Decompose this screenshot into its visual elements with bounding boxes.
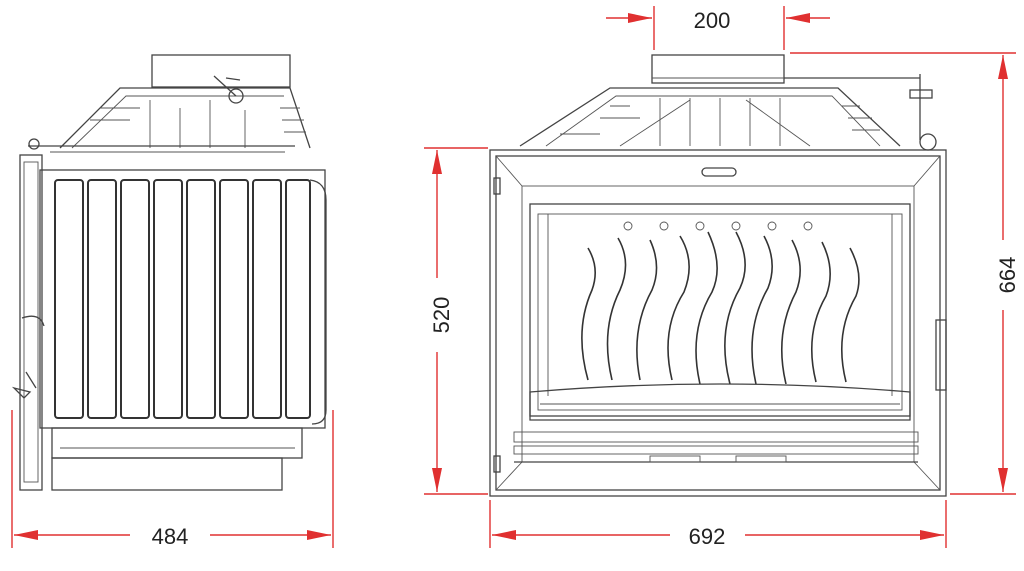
side-door-plate — [19, 154, 43, 491]
front-flue-collar — [651, 54, 785, 84]
dimension-front-width: 692 — [489, 500, 947, 549]
side-plinth — [51, 427, 303, 459]
front-view — [489, 54, 947, 497]
side-fins — [54, 179, 311, 419]
front-glass-window — [529, 203, 911, 417]
dimension-flue-diameter: 200 — [606, 6, 830, 50]
dimension-glass-height-label: 520 — [429, 297, 454, 334]
dimension-total-height-label: 664 — [995, 257, 1020, 294]
front-flames — [581, 231, 860, 385]
dimension-glass-height: 520 — [424, 147, 488, 495]
front-damper-knob — [919, 133, 937, 151]
front-latch — [935, 319, 947, 391]
dimension-side-depth-label: 484 — [152, 524, 189, 549]
front-grate — [529, 383, 911, 421]
side-view — [11, 54, 327, 491]
side-door-handle — [11, 315, 45, 399]
dimension-total-height: 664 — [790, 52, 1020, 495]
front-air-holes — [623, 221, 813, 231]
front-outer-frame — [489, 149, 947, 497]
front-top-handle — [701, 167, 737, 177]
side-hood — [59, 87, 311, 149]
side-flue-collar — [151, 54, 291, 88]
side-ash-tray — [51, 457, 283, 491]
dimension-front-width-label: 692 — [689, 524, 726, 549]
front-hood — [519, 87, 901, 147]
side-damper-knob — [228, 88, 244, 104]
dimension-flue-diameter-label: 200 — [694, 8, 731, 33]
dimension-side-depth: 484 — [11, 410, 334, 549]
